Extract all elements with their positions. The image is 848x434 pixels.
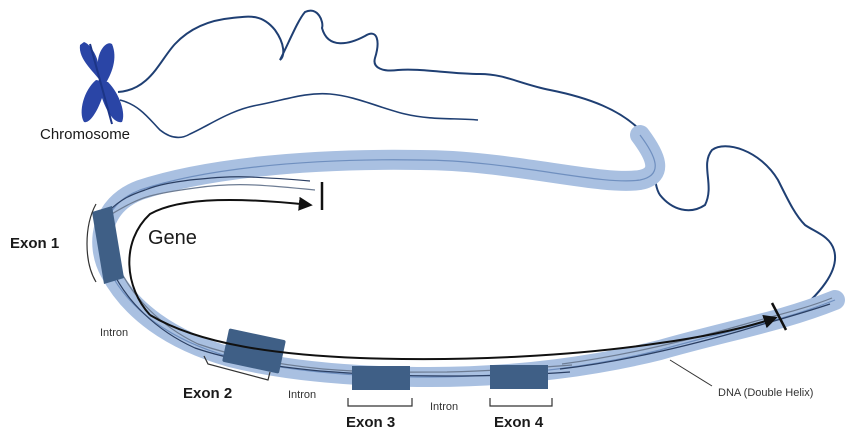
intron-2-label: Intron [288, 389, 316, 401]
gene-label: Gene [148, 227, 197, 249]
exon-4-bracket [490, 398, 552, 406]
chromosome-icon [80, 42, 123, 124]
chromosome-label: Chromosome [40, 126, 130, 143]
exon-4-label: Exon 4 [494, 414, 544, 431]
exon-4-block [490, 365, 548, 389]
dna-tube [102, 135, 835, 377]
intron-3-label: Intron [430, 401, 458, 413]
intron-1-label: Intron [100, 327, 128, 339]
exon-3-label: Exon 3 [346, 414, 395, 431]
exon-2-label: Exon 2 [183, 385, 232, 402]
dna-pointer-line [670, 360, 712, 386]
dna-strand-loop [120, 94, 478, 138]
exon-3-bracket [348, 398, 412, 406]
exon-3-block [352, 366, 410, 390]
exon-1-label: Exon 1 [10, 235, 59, 252]
dna-label: DNA (Double Helix) [718, 387, 813, 399]
gene-arrow [129, 200, 310, 315]
